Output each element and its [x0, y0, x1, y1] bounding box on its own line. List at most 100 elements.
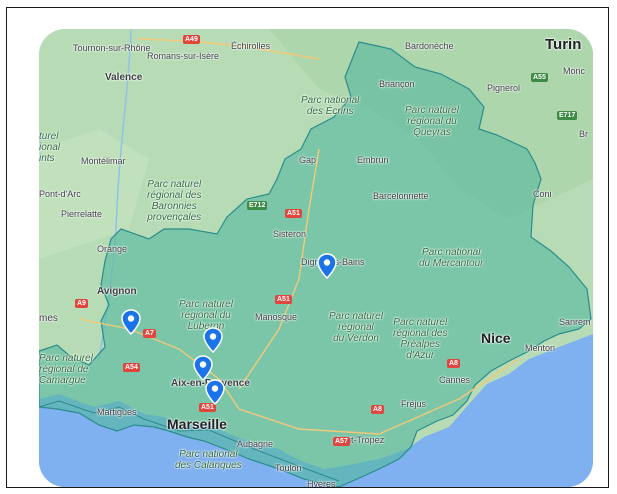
- road-shield-a49: A49: [183, 35, 200, 44]
- label-park-prealpes-line2: régional des: [393, 328, 448, 339]
- mediterranean-sea: [39, 334, 593, 487]
- rhone-valley-terrain: [39, 129, 149, 259]
- label-gap: Gap: [299, 155, 317, 165]
- label-sisteron: Sisteron: [273, 229, 307, 239]
- label-toulon: Toulon: [275, 463, 302, 473]
- map-pin-icon[interactable]: [317, 253, 337, 279]
- map-pin-icon[interactable]: [193, 355, 213, 381]
- label-park-queyras-line1: Parc naturel: [405, 105, 459, 116]
- region-boundary: [39, 41, 592, 487]
- label-park-ecrins-line2: des Écrins: [306, 106, 354, 117]
- label-nimes-truncated: mes: [39, 313, 58, 324]
- label-moncalieri: Monc: [563, 66, 586, 76]
- label-aubagne: Aubagne: [237, 439, 274, 449]
- map-pin-icon[interactable]: [203, 327, 223, 353]
- highway-a49: [138, 38, 320, 60]
- road-shield-a54: A54: [123, 363, 140, 372]
- label-barcelonnette: Barcelonnette: [373, 191, 429, 201]
- label-romans: Romans-sur-Isère: [147, 51, 220, 61]
- label-park-left-line2: ional: [39, 142, 61, 153]
- label-br-truncated: Br: [579, 129, 588, 139]
- label-park-luberon-line1: Parc naturel: [179, 299, 233, 310]
- label-park-left-truncated: turel ional ints: [39, 131, 60, 164]
- label-park-prealpes: Parc naturel régional des Préalpes d'Azu…: [393, 317, 447, 361]
- label-park-baronnies-line1: Parc naturel: [147, 179, 202, 190]
- label-cannes: Cannes: [439, 375, 471, 385]
- label-park-luberon-line2: régional du: [181, 310, 231, 321]
- label-tournon: Tournon-sur-Rhône: [73, 43, 151, 53]
- label-pierrelatte: Pierrelatte: [61, 209, 103, 219]
- label-park-baronnies-line3: Baronnies: [151, 201, 197, 212]
- label-park-verdon-line3: du Verdon: [333, 333, 379, 344]
- road-shield-a51-center: A51: [275, 295, 292, 304]
- highway-a7: [78, 318, 240, 410]
- road-shield-a57: A57: [333, 437, 350, 446]
- label-park-baronnies: Parc naturel régional des Baronnies prov…: [147, 179, 201, 223]
- road-shield-a8-east: A8: [447, 359, 460, 368]
- label-menton: Menton: [525, 343, 556, 353]
- label-briancon: Briançon: [379, 79, 415, 89]
- highway-a51: [238, 148, 320, 390]
- label-martigues: Martigues: [97, 407, 137, 417]
- label-saint-tropez: Saint-Tropez: [333, 435, 385, 445]
- label-park-queyras-line3: Queyras: [413, 127, 451, 138]
- label-park-queyras: Parc naturel régional du Queyras: [405, 105, 459, 138]
- label-park-prealpes-line4: d'Azur: [406, 350, 435, 361]
- label-park-verdon-line1: Parc naturel: [329, 311, 383, 322]
- label-pignerol: Pignerol: [487, 83, 521, 93]
- map-pin-icon[interactable]: [121, 309, 141, 335]
- label-park-camargue-line1: Parc naturel: [39, 353, 93, 364]
- label-avignon: Avignon: [97, 286, 137, 297]
- road-shield-e712: E712: [247, 201, 268, 210]
- label-park-verdon: Parc naturel régional du Verdon: [329, 311, 383, 344]
- label-park-mercantour-line2: du Mercantour: [419, 258, 484, 269]
- label-montelimar: Montélimar: [81, 156, 126, 166]
- label-park-camargue-line2: régional de: [39, 364, 89, 375]
- label-turin: Turin: [545, 36, 582, 53]
- label-park-baronnies-line2: régional des: [147, 190, 202, 201]
- region-coastline: [39, 400, 340, 482]
- map-pin-icon[interactable]: [205, 379, 225, 405]
- label-nice: Nice: [481, 330, 511, 346]
- label-park-mercantour-line1: Parc national: [422, 247, 481, 258]
- label-park-prealpes-line1: Parc naturel: [393, 317, 448, 328]
- label-valence: Valence: [105, 72, 143, 83]
- label-hyeres: Hyères: [307, 479, 336, 487]
- label-park-left-line3: ints: [39, 153, 55, 164]
- rhone-river: [98, 29, 132, 360]
- label-park-calanques-line2: des Calanques: [175, 460, 242, 471]
- label-park-luberon: Parc naturel régional du Luberon: [179, 299, 233, 332]
- label-park-calanques: Parc national des Calanques: [175, 449, 242, 471]
- label-park-luberon-line3: Luberon: [187, 321, 225, 332]
- label-park-ecrins-line1: Parc national: [301, 95, 360, 106]
- label-manosque: Manosque: [255, 312, 298, 322]
- road-shield-a51-south: A51: [199, 403, 216, 412]
- label-park-camargue-line3: Camargue: [39, 375, 86, 386]
- label-park-mercantour: Parc national du Mercantour: [419, 247, 483, 269]
- label-pont-darc: Pont-d'Arc: [39, 189, 81, 199]
- label-bardoneche: Bardonèche: [405, 41, 454, 51]
- label-marseille: Marseille: [167, 416, 227, 432]
- label-sanremo: Sanrem: [559, 317, 591, 327]
- road-shield-a8-west: A8: [371, 405, 384, 414]
- label-coni: Coni: [533, 189, 552, 199]
- label-embrun: Embrun: [357, 155, 389, 165]
- label-echirolles: Échirolles: [231, 41, 271, 51]
- label-park-camargue: Parc naturel régional de Camargue: [39, 353, 93, 386]
- label-park-baronnies-line4: provençales: [147, 212, 202, 223]
- label-park-verdon-line2: régional: [338, 322, 374, 333]
- label-park-prealpes-line3: Préalpes: [400, 339, 440, 350]
- road-shield-e717: E717: [557, 111, 578, 120]
- road-shield-a7: A7: [143, 329, 156, 338]
- label-park-ecrins: Parc national des Écrins: [301, 95, 359, 117]
- label-park-calanques-line1: Parc national: [179, 449, 238, 460]
- label-orange: Orange: [97, 244, 128, 254]
- region-map[interactable]: Tournon-sur-Rhône Romans-sur-Isère Échir…: [39, 29, 593, 487]
- label-frejus: Fréjus: [401, 399, 427, 409]
- map-canvas: [39, 29, 593, 487]
- highway-a8: [238, 358, 520, 435]
- road-shield-a55: A55: [531, 73, 548, 82]
- road-shield-a51-north: A51: [285, 209, 302, 218]
- label-park-queyras-line2: régional du: [407, 116, 457, 127]
- map-card: Tournon-sur-Rhône Romans-sur-Isère Échir…: [6, 7, 609, 488]
